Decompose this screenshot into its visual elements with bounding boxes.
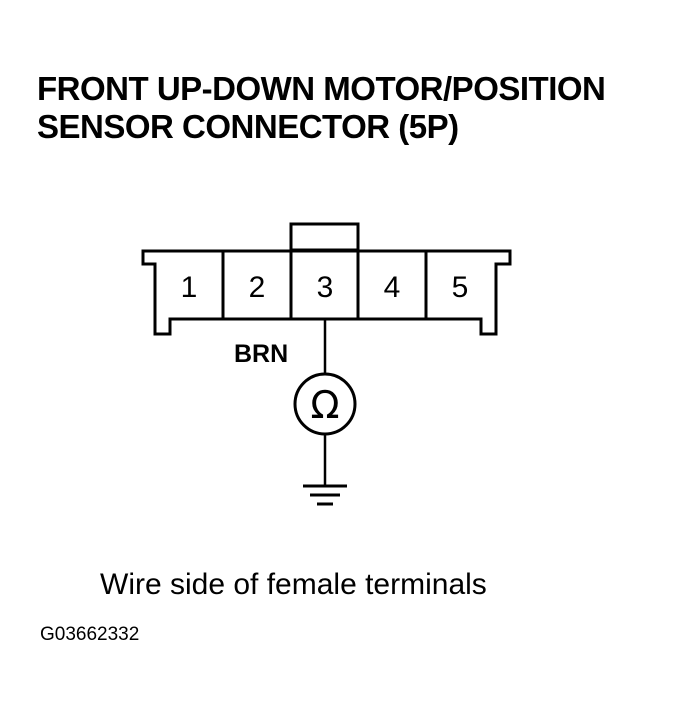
- title-line-2: SENSOR CONNECTOR (5P): [37, 108, 459, 145]
- terminal-3-label: 3: [317, 271, 334, 304]
- terminal-1-label: 1: [181, 271, 198, 304]
- wire-color-label: BRN: [234, 340, 288, 368]
- terminal-5-label: 5: [452, 271, 469, 304]
- terminal-4-label: 4: [384, 271, 401, 304]
- title-line-1: FRONT UP-DOWN MOTOR/POSITION: [37, 70, 606, 107]
- diagram-title: FRONT UP-DOWN MOTOR/POSITION SENSOR CONN…: [37, 70, 606, 146]
- terminal-2-label: 2: [249, 271, 266, 304]
- diagram-caption: Wire side of female terminals: [100, 568, 487, 601]
- ohm-icon: Ω: [310, 383, 339, 427]
- ground-icon: [303, 484, 347, 506]
- figure-code: G03662332: [40, 624, 140, 645]
- connector-housing: [141, 249, 512, 336]
- connector-lock-tab: [289, 222, 360, 252]
